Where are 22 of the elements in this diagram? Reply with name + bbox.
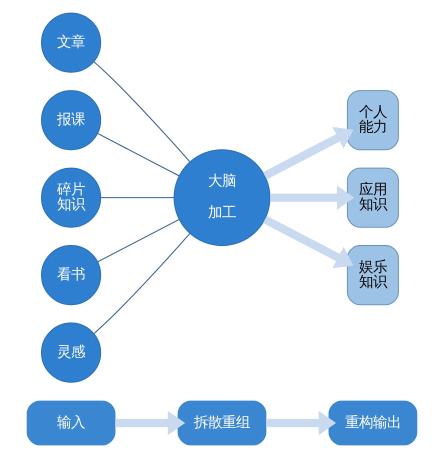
connector	[96, 218, 179, 262]
node-box: 重构输出	[328, 400, 417, 445]
node-box: 拆散重组	[177, 400, 266, 445]
arrow	[262, 215, 353, 268]
connector	[92, 60, 190, 162]
node-circle: 大脑 加工	[173, 148, 270, 246]
node-circle: 报课	[40, 90, 101, 150]
connector	[100, 196, 174, 198]
node-circle: 碎片知识	[40, 167, 101, 228]
arrow	[266, 410, 336, 435]
node-box: 输入	[26, 400, 115, 445]
arrow	[270, 185, 354, 210]
arrow	[114, 410, 185, 435]
arrow	[262, 126, 353, 179]
node-circle: 灵感	[40, 322, 101, 382]
connector	[96, 132, 179, 176]
node-box: 个人能力	[346, 90, 398, 150]
node-circle: 文章	[40, 12, 101, 72]
connector	[92, 232, 190, 334]
node-circle: 看书	[40, 244, 101, 305]
node-box: 娱乐知识	[346, 244, 398, 305]
node-box: 应用知识	[346, 167, 398, 228]
